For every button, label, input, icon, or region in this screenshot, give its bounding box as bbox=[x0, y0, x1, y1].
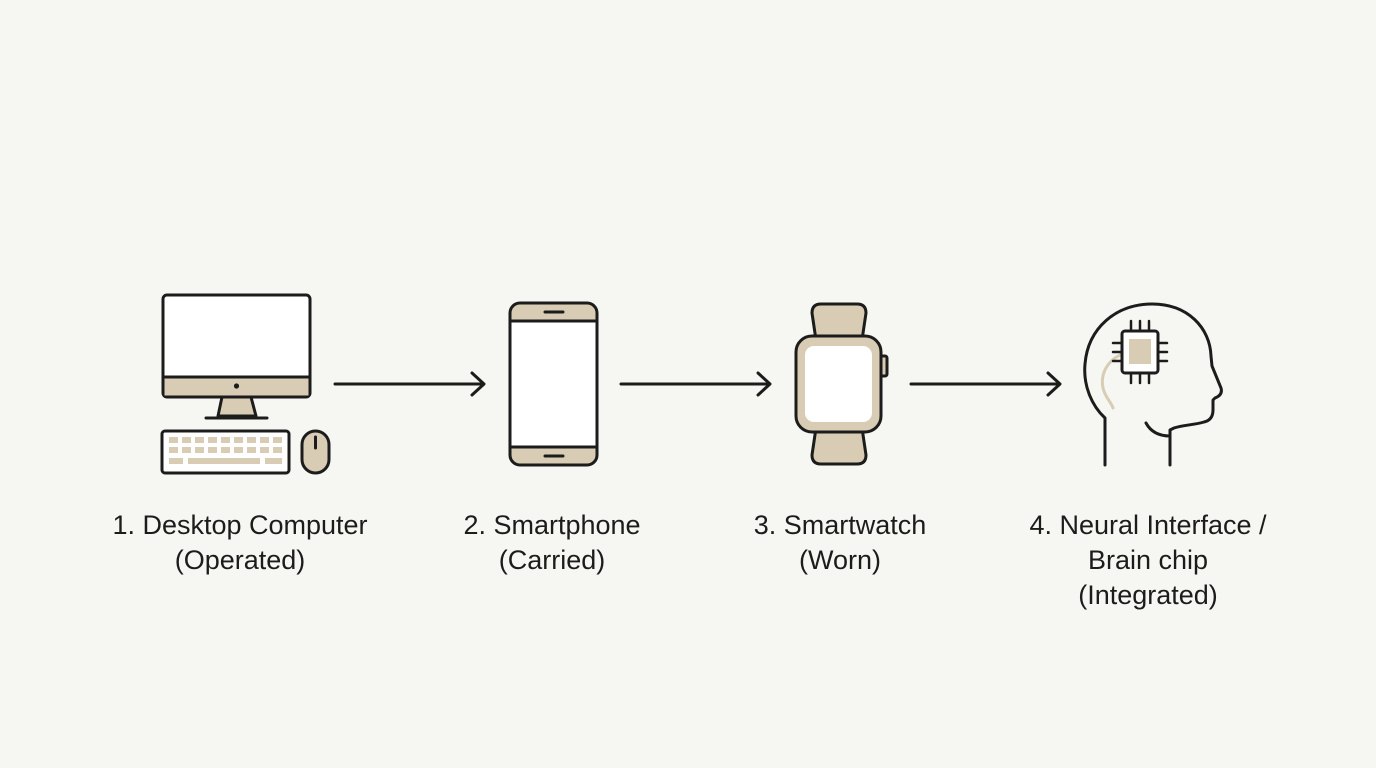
step-2-mode: (Carried) bbox=[498, 545, 606, 575]
step-2-label: 2. Smartphone (Carried) bbox=[392, 508, 712, 578]
arrow-right-icon bbox=[909, 371, 1062, 397]
step-3-mode: (Worn) bbox=[798, 545, 881, 575]
arrow-right-icon bbox=[333, 371, 486, 397]
step-4-label: 4. Neural Interface / Brain chip (Integr… bbox=[988, 508, 1308, 613]
arrow-right-icon bbox=[619, 371, 772, 397]
step-1-mode: (Operated) bbox=[174, 545, 306, 575]
step-1-label: 1. Desktop Computer (Operated) bbox=[80, 508, 400, 578]
smartwatch-icon bbox=[794, 302, 889, 466]
step-3-label: 3. Smartwatch (Worn) bbox=[680, 508, 1000, 578]
step-3-title: 3. Smartwatch bbox=[753, 510, 927, 540]
step-1-title: 1. Desktop Computer bbox=[112, 510, 368, 540]
step-4-mode: (Integrated) bbox=[1078, 580, 1218, 610]
step-2-title: 2. Smartphone bbox=[463, 510, 641, 540]
brain-chip-head-icon bbox=[1083, 302, 1223, 467]
step-4-title: 4. Neural Interface / bbox=[1029, 510, 1267, 540]
smartphone-icon bbox=[508, 301, 599, 467]
desktop-computer-icon bbox=[160, 293, 331, 475]
step-4-subtitle: Brain chip bbox=[1087, 545, 1209, 575]
